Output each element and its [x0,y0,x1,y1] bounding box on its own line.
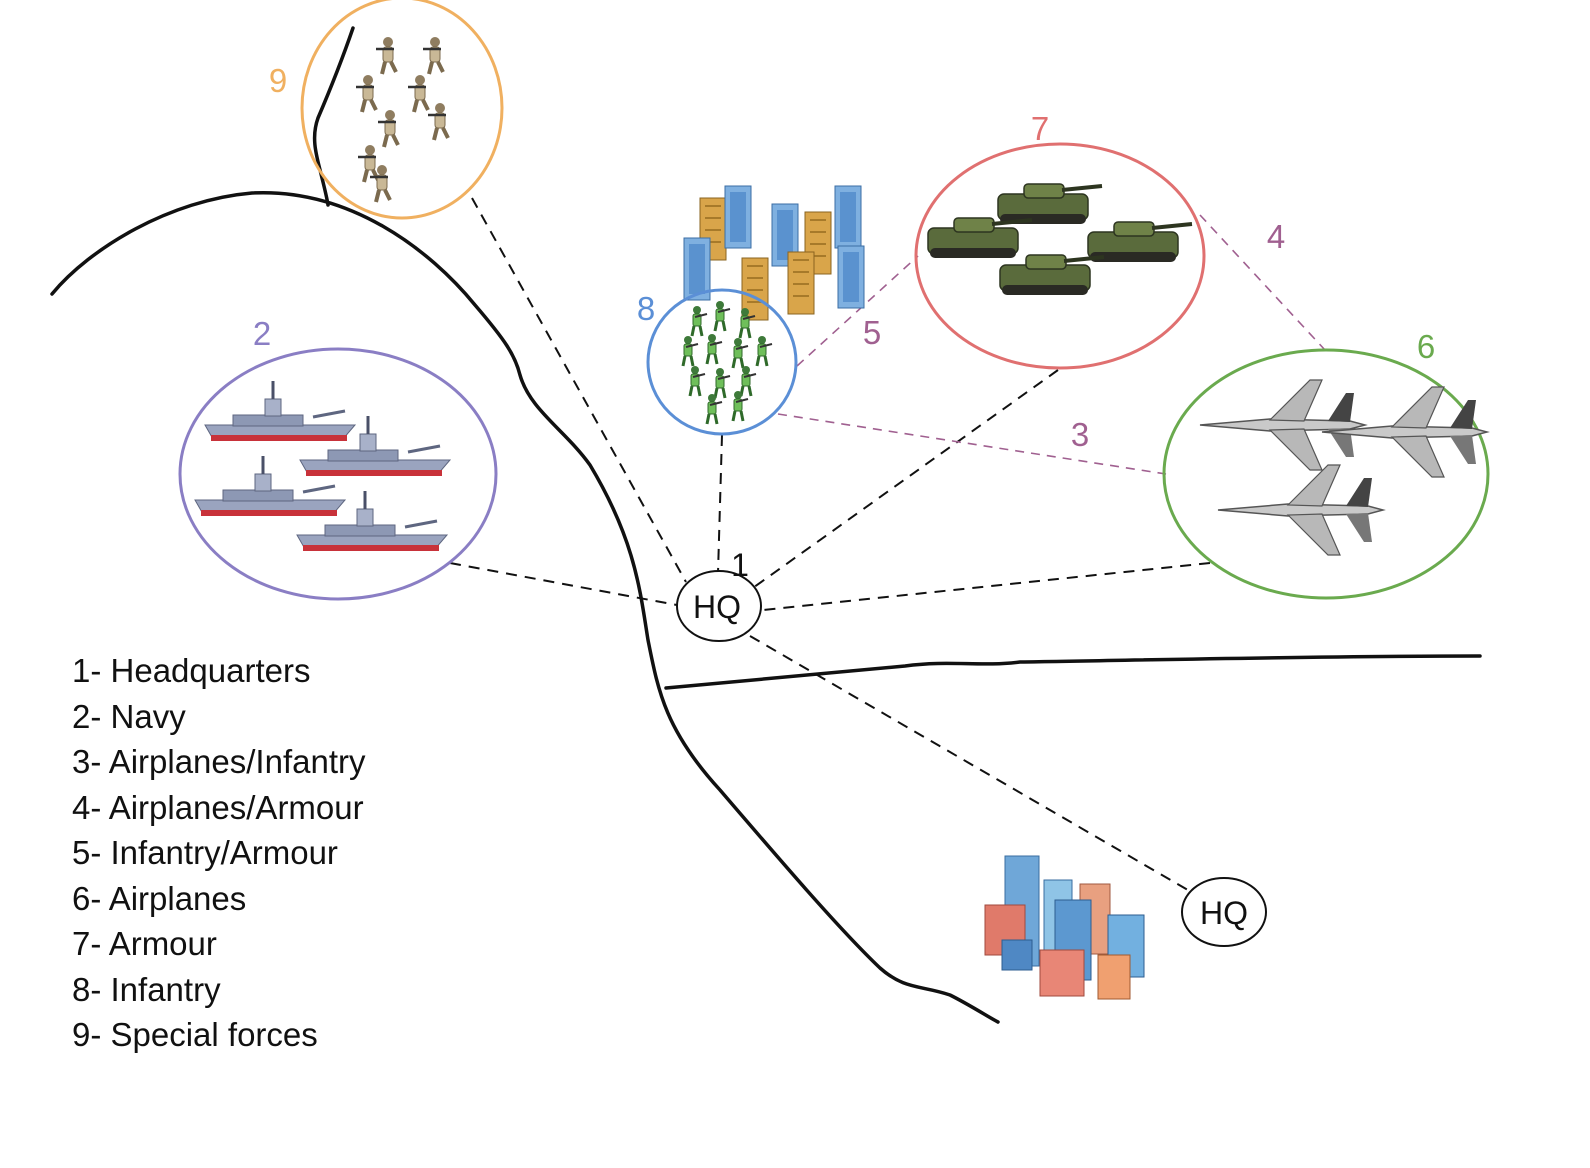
legend-item: 1- Headquarters [72,652,311,689]
link-hq-airplanes [762,562,1211,611]
legend: 1- Headquarters 2- Navy 3- Airplanes/Inf… [72,648,366,1058]
hq-secondary-label: HQ [1200,895,1248,931]
hq-main-node: HQ 1 [676,547,762,642]
legend-item: 4- Airplanes/Armour [72,788,364,826]
armour-node: 7 [914,110,1206,370]
coastline [50,191,1000,1024]
hq-main-number: 1 [731,547,749,583]
unit-links [777,214,1326,475]
navy-number: 2 [253,315,271,352]
link-label-airplanes-armour: 4 [1267,218,1285,255]
hq-secondary-node: HQ [1181,877,1267,947]
buildings-icon [683,185,865,321]
special-forces-node: 9 [269,0,504,220]
city-icon [984,855,1145,1000]
hq-main-label: HQ [693,589,741,625]
link-airplanes-infantry [777,413,1167,475]
warship-icon [193,379,452,553]
airplanes-number: 6 [1417,328,1435,365]
link-hq-armour [749,369,1059,591]
fighter-jet-icon [1199,379,1488,556]
infantry-node: 8 [637,288,798,436]
navy-node: 2 [178,315,498,601]
link-hq-infantry [717,434,723,574]
legend-item: 7- Armour [72,925,217,962]
legend-item: 3- Airplanes/Infantry [72,743,366,780]
legend-item: 6- Airplanes [72,879,247,917]
legend-item: 8- Infantry [72,970,221,1008]
link-hq-special-forces [471,197,687,583]
legend-item: 5- Infantry/Armour [72,834,338,871]
link-hq-navy [449,562,678,606]
special-forces-number: 9 [269,62,287,99]
legend-item: 2- Navy [72,697,186,735]
link-label-infantry-armour: 5 [863,314,881,351]
infantry-number: 8 [637,290,655,327]
armour-number: 7 [1031,110,1049,147]
link-hq-secondary-hq [749,635,1194,894]
special-forces-soldier-icon [354,35,450,204]
airplanes-node: 6 [1162,328,1490,600]
tank-icon [926,182,1194,297]
map-lines [50,26,1482,1024]
link-infantry-armour [796,255,919,367]
special-forces-border-line [312,26,355,207]
river-line [664,654,1482,690]
hq-links [449,197,1211,894]
link-airplanes-armour [1199,214,1326,351]
legend-item: 9- Special forces [72,1016,318,1053]
link-label-airplanes-infantry: 3 [1071,416,1089,453]
